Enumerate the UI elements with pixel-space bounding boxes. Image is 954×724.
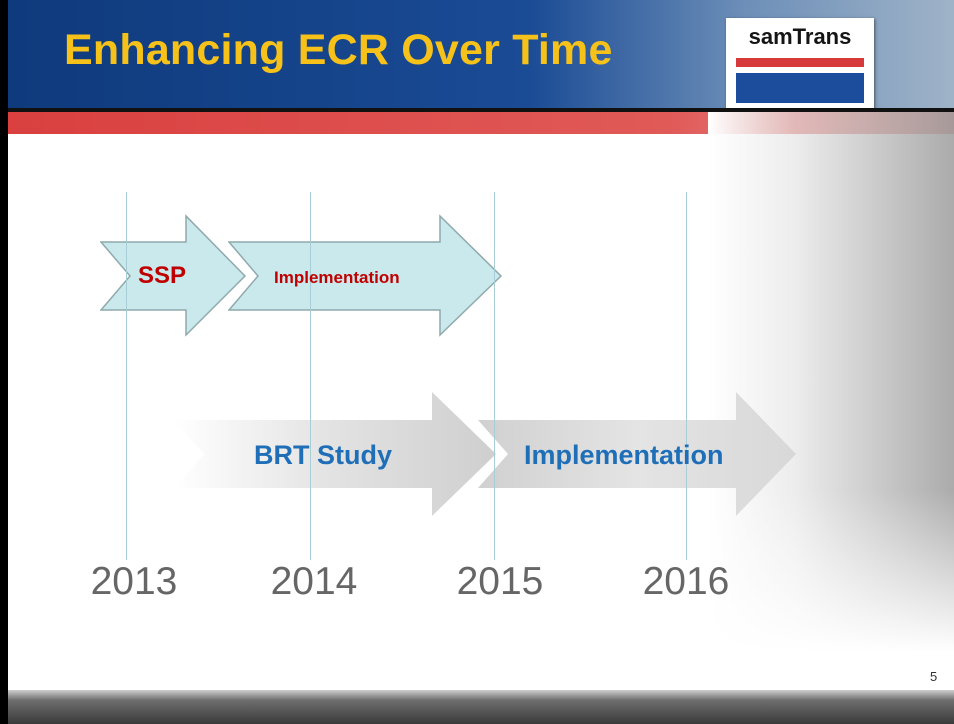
slide: Enhancing ECR Over Time samTrans (8, 0, 954, 724)
header-divider (8, 108, 954, 112)
brt-study-label: BRT Study (254, 440, 392, 470)
implementation-label-1: Implementation (274, 268, 400, 287)
year-2016: 2016 (642, 560, 730, 603)
logo-blue-stripe (736, 73, 864, 103)
implementation-arrow-1 (228, 214, 503, 337)
bus-photo-background (708, 112, 954, 652)
year-2014: 2014 (270, 560, 358, 603)
brt-study-arrow (174, 392, 496, 516)
implementation-arrow-2 (478, 392, 796, 516)
ssp-arrow (100, 214, 247, 337)
year-2015: 2015 (456, 560, 544, 603)
slide-title: Enhancing ECR Over Time (64, 26, 613, 74)
year-line-2014 (310, 192, 311, 560)
year-line-2013 (126, 192, 127, 560)
year-2013: 2013 (90, 560, 178, 603)
page-number: 5 (930, 669, 938, 684)
logo-text: samTrans (748, 24, 852, 49)
logo-red-stripe (736, 58, 864, 67)
footer-bar (8, 690, 954, 724)
year-line-2016 (686, 192, 687, 560)
samtrans-logo: samTrans (726, 18, 874, 112)
year-line-2015 (494, 192, 495, 560)
ssp-label: SSP (138, 262, 187, 289)
implementation-label-2: Implementation (524, 440, 724, 470)
